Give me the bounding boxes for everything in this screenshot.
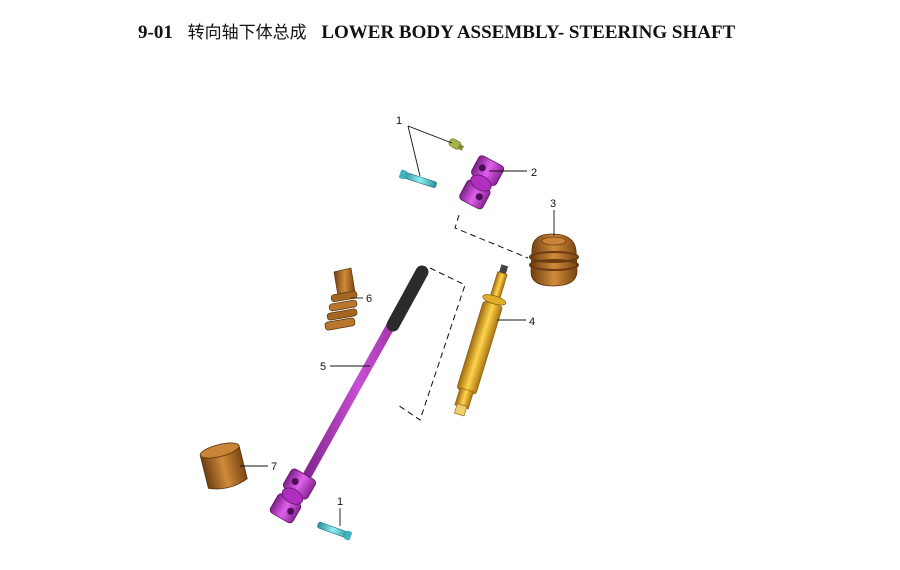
- callout-6: 6: [366, 293, 372, 305]
- callout-4: 4: [529, 316, 535, 328]
- diagram-title: 9-01 转向轴下体总成 LOWER BODY ASSEMBLY- STEERI…: [138, 18, 735, 44]
- dashed-line-joint-to-seal: [454, 214, 529, 259]
- callout-1-upper: 1: [396, 115, 402, 127]
- upper-short-bolt: [448, 138, 465, 151]
- title-english: LOWER BODY ASSEMBLY- STEERING SHAFT: [321, 22, 736, 43]
- callout-numbers: 1 2 3 4 5 6 7 1: [271, 115, 556, 508]
- part-5-steering-shaft: [294, 265, 429, 495]
- callout-1-lower: 1: [337, 496, 343, 508]
- title-chinese: 转向轴下体总成: [187, 23, 307, 43]
- section-code: 9-01: [138, 22, 173, 43]
- part-2-upper-universal-joint: [459, 155, 505, 210]
- dashed-bracket-shaft: [397, 267, 466, 421]
- part-1-bolt-lower: [317, 521, 352, 541]
- part-7-bronze-cap: [199, 442, 248, 490]
- callout-2: 2: [531, 167, 537, 179]
- part-3-shaft-seal: [529, 233, 579, 287]
- leader-1a-long-bolt: [407, 125, 421, 177]
- leader-1a-short-bolt: [407, 125, 453, 144]
- part-4-gold-shaft-tube: [454, 264, 509, 417]
- assembly-dashed-lines: [397, 214, 529, 421]
- callout-3: 3: [550, 198, 556, 210]
- leader-lines: [240, 125, 555, 526]
- upper-long-bolt: [399, 169, 437, 188]
- part-1-bolts-upper: [399, 138, 465, 188]
- part-6-bellows-boot: [324, 267, 358, 331]
- callout-7: 7: [271, 461, 277, 473]
- callout-5: 5: [320, 361, 326, 373]
- lower-universal-joint: [269, 468, 317, 524]
